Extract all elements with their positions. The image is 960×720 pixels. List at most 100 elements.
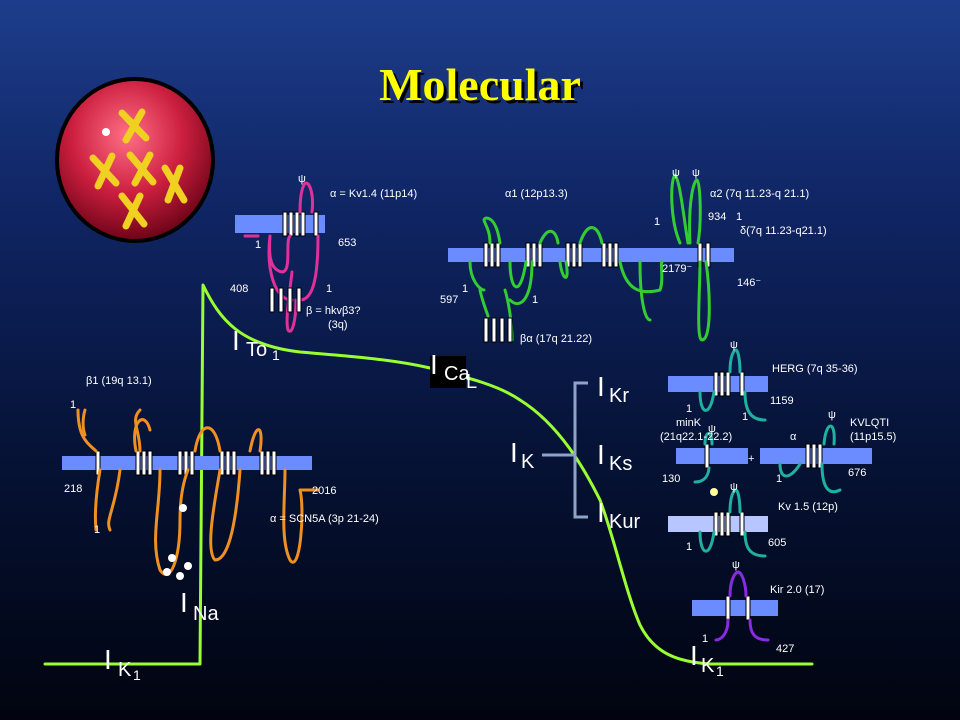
svg-text:1: 1	[70, 399, 76, 411]
svg-text:218: 218	[64, 483, 82, 495]
svg-text:I: I	[597, 439, 605, 470]
svg-text:146⁻: 146⁻	[737, 277, 761, 289]
svg-text:1: 1	[686, 403, 692, 415]
svg-text:α2 (7q 11.23-q 21.1): α2 (7q 11.23-q 21.1)	[710, 188, 809, 200]
svg-text:α1 (12p13.3): α1 (12p13.3)	[505, 188, 568, 200]
transmembrane-segments	[95, 450, 277, 476]
svg-text:I: I	[232, 325, 240, 356]
svg-text:To: To	[246, 339, 267, 361]
kv14-channel-diagram: ψ α = Kv1.4 (11p14) 1 653 408 1 β = hkvβ…	[230, 173, 417, 333]
kv15-channel-diagram: ψ Kv 1.5 (12p) 1 605	[668, 481, 838, 558]
svg-text:I: I	[510, 437, 518, 468]
psi-glycosylation-icon: ψ	[692, 167, 700, 179]
svg-text:676: 676	[848, 467, 866, 479]
svg-text:2179⁻: 2179⁻	[662, 263, 692, 275]
svg-text:2016: 2016	[312, 485, 336, 497]
svg-text:βα (17q 21.22): βα (17q 21.22)	[520, 333, 592, 345]
herg-channel-diagram: ψ HERG (7q 35-36) 1 1159	[668, 339, 858, 422]
current-ina: I Na	[180, 587, 219, 625]
psi-glycosylation-icon: ψ	[828, 409, 836, 421]
svg-text:Ca: Ca	[444, 363, 470, 385]
svg-text:130: 130	[662, 473, 680, 485]
psi-glycosylation-icon: ψ	[730, 339, 738, 351]
svg-text:(3q): (3q)	[328, 319, 348, 331]
svg-text:1: 1	[532, 294, 538, 306]
svg-text:minK: minK	[676, 417, 702, 429]
svg-text:1: 1	[736, 211, 742, 223]
current-ikr: I Kr	[597, 371, 629, 407]
psi-glycosylation-icon: ψ	[298, 173, 306, 185]
svg-text:1: 1	[654, 216, 660, 228]
svg-text:1: 1	[686, 541, 692, 553]
svg-text:K: K	[118, 659, 132, 681]
slide-title: Molecular Molecular	[379, 59, 584, 113]
ik-bracket: I K	[510, 381, 588, 519]
svg-text:1: 1	[462, 283, 468, 295]
svg-text:1: 1	[702, 633, 708, 645]
svg-text:408: 408	[230, 283, 248, 295]
svg-text:Na: Na	[193, 603, 219, 625]
svg-text:Kr: Kr	[609, 385, 629, 407]
action-potential-curve	[43, 283, 814, 666]
current-ik1-left: I K 1	[104, 644, 141, 683]
title-text: Molecular	[379, 59, 581, 110]
svg-text:L: L	[466, 371, 477, 393]
svg-text:1: 1	[716, 663, 724, 679]
svg-text:1: 1	[326, 283, 332, 295]
svg-text:I: I	[597, 497, 605, 528]
current-iks: I Ks	[597, 439, 632, 475]
svg-text:I: I	[597, 371, 605, 402]
svg-text:I: I	[104, 644, 112, 675]
svg-text:653: 653	[338, 237, 356, 249]
svg-text:1: 1	[94, 524, 100, 536]
svg-text:β = hkvβ3?: β = hkvβ3?	[306, 305, 361, 317]
chromosome-icon	[89, 108, 188, 230]
na-channel-diagram: β1 (19q 13.1) 1 218 2016 1 α = SCN5A (3p…	[62, 375, 379, 580]
svg-text:Kv 1.5 (12p): Kv 1.5 (12p)	[778, 501, 838, 513]
svg-text:α = SCN5A (3p 21-24): α = SCN5A (3p 21-24)	[270, 513, 379, 525]
svg-text:1: 1	[272, 347, 280, 363]
transmembrane-segments	[282, 211, 319, 237]
svg-text:K: K	[701, 655, 715, 677]
current-ito: I To 1	[232, 325, 280, 363]
svg-text:1: 1	[255, 239, 261, 251]
phosphorylation-site-icon	[163, 504, 192, 580]
cell-with-chromosomes-icon	[55, 77, 215, 243]
psi-glycosylation-icon: ψ	[732, 559, 740, 571]
svg-text:Molecular: Molecular	[382, 62, 584, 113]
current-ik1-right: I K 1	[690, 640, 724, 679]
svg-text:I: I	[430, 349, 438, 380]
psi-glycosylation-icon: ψ	[708, 423, 716, 435]
svg-text:δ(7q 11.23-q21.1): δ(7q 11.23-q21.1)	[740, 225, 827, 237]
svg-text:α: α	[790, 431, 797, 443]
svg-text:(11p15.5): (11p15.5)	[850, 431, 896, 443]
ca-channel-diagram: ψ ψ α1 (12p13.3) α2 (7q 11.23-q 21.1) 1 …	[440, 167, 827, 345]
svg-text:605: 605	[768, 537, 786, 549]
svg-text:KVLQTI: KVLQTI	[850, 417, 889, 429]
mink-kvlqt-channel-diagram: ψ ψ minK (21q22.1-22.2) 1 + 130 KVLQTI (…	[660, 409, 896, 496]
svg-text:I: I	[690, 640, 698, 671]
svg-text:427: 427	[776, 643, 794, 655]
svg-text:HERG (7q 35-36): HERG (7q 35-36)	[772, 363, 858, 375]
svg-text:1: 1	[776, 473, 782, 485]
svg-text:(21q22.1-22.2): (21q22.1-22.2)	[660, 431, 732, 443]
svg-text:Kur: Kur	[609, 511, 640, 533]
svg-text:β1 (19q 13.1): β1 (19q 13.1)	[86, 375, 152, 387]
current-ical: I Ca L	[430, 349, 477, 393]
svg-text:1: 1	[742, 411, 748, 423]
svg-text:597: 597	[440, 294, 458, 306]
svg-text:Ks: Ks	[609, 453, 632, 475]
svg-text:+: +	[748, 453, 754, 465]
svg-text:α = Kv1.4 (11p14): α = Kv1.4 (11p14)	[330, 188, 417, 200]
svg-text:1: 1	[133, 667, 141, 683]
psi-glycosylation-icon: ψ	[672, 167, 680, 179]
current-ikur: I Kur	[597, 497, 640, 533]
svg-text:934: 934	[708, 211, 726, 223]
svg-text:I: I	[180, 587, 188, 618]
svg-text:Kir 2.0 (17): Kir 2.0 (17)	[770, 584, 824, 596]
psi-glycosylation-icon: ψ	[730, 481, 738, 493]
kir-channel-diagram: ψ Kir 2.0 (17) 1 427	[692, 559, 824, 655]
svg-text:1159: 1159	[770, 395, 794, 407]
svg-text:K: K	[521, 451, 535, 473]
